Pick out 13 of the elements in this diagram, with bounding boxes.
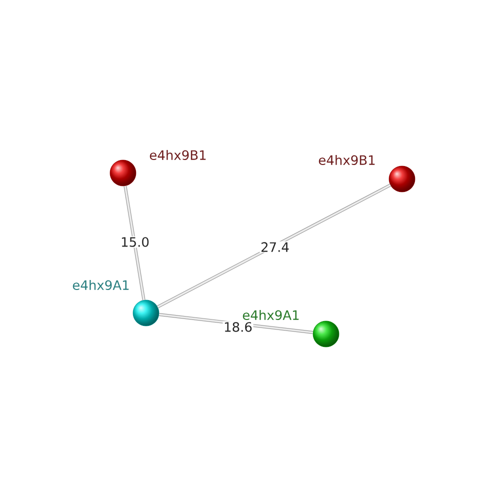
sphere-label: e4hx9A1 — [242, 310, 299, 320]
sphere-label: e4hx9A1 — [72, 280, 129, 290]
sphere — [312, 320, 340, 348]
edge-label: 27.4 — [260, 241, 290, 253]
edge-label: 15.0 — [120, 236, 150, 248]
sphere — [110, 160, 136, 186]
edge-label: 18.6 — [222, 321, 254, 333]
sphere-label: e4hx9B1 — [150, 150, 206, 160]
sphere-label: e4hx9B1 — [318, 154, 375, 166]
sphere — [132, 300, 160, 326]
line — [124, 186, 146, 300]
line — [156, 184, 392, 308]
sphere — [388, 166, 416, 192]
